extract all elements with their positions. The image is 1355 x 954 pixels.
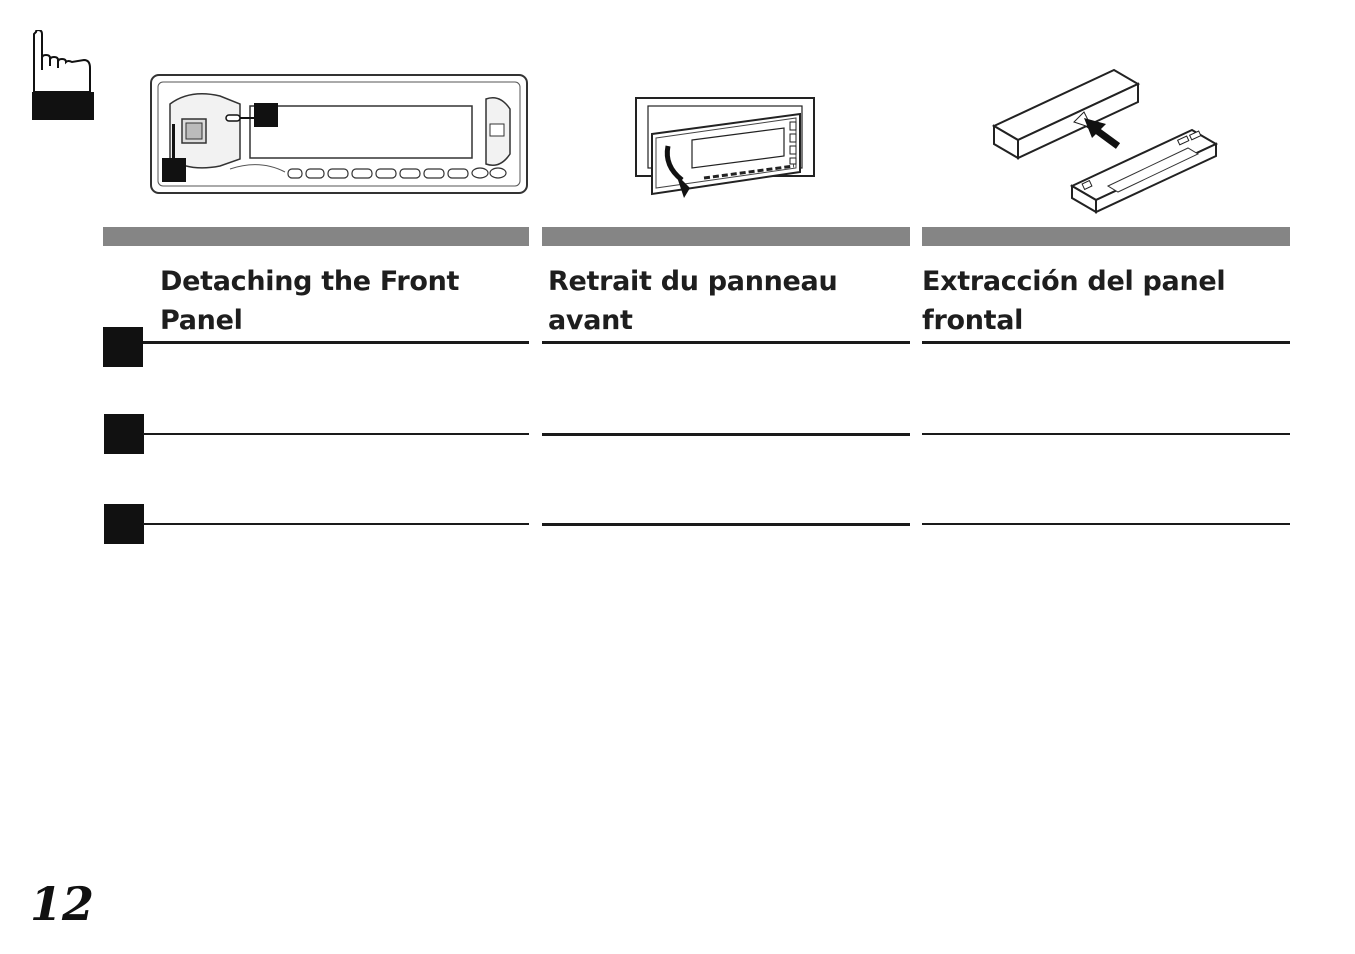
panel-case-illustration — [988, 66, 1218, 216]
step-marker-3 — [104, 504, 144, 544]
step-rule-1-french — [542, 341, 910, 344]
step-marker-1 — [103, 327, 143, 367]
car-stereo-front-illustration — [150, 74, 530, 196]
column-bar-french — [542, 227, 910, 246]
step-rule-2-spanish — [922, 433, 1290, 435]
heading-english: Detaching the Front Panel — [160, 266, 460, 336]
step-marker-2 — [104, 414, 144, 454]
page-number: 12 — [30, 877, 95, 931]
pointing-hand-icon — [28, 28, 98, 122]
step-rule-3-french — [542, 523, 910, 526]
step-rule-1-english — [143, 341, 529, 344]
heading-french: Retrait du panneau avant — [548, 266, 838, 336]
step-rule-3-english — [143, 523, 529, 525]
step-rule-3-spanish — [922, 523, 1290, 525]
heading-spanish: Extracción del panel frontal — [922, 266, 1226, 336]
column-bar-english — [103, 227, 529, 246]
panel-detach-illustration — [634, 96, 818, 204]
step-rule-1-spanish — [922, 341, 1290, 344]
step-rule-2-english — [143, 433, 529, 435]
step-rule-2-french — [542, 433, 910, 436]
column-bar-spanish — [922, 227, 1290, 246]
